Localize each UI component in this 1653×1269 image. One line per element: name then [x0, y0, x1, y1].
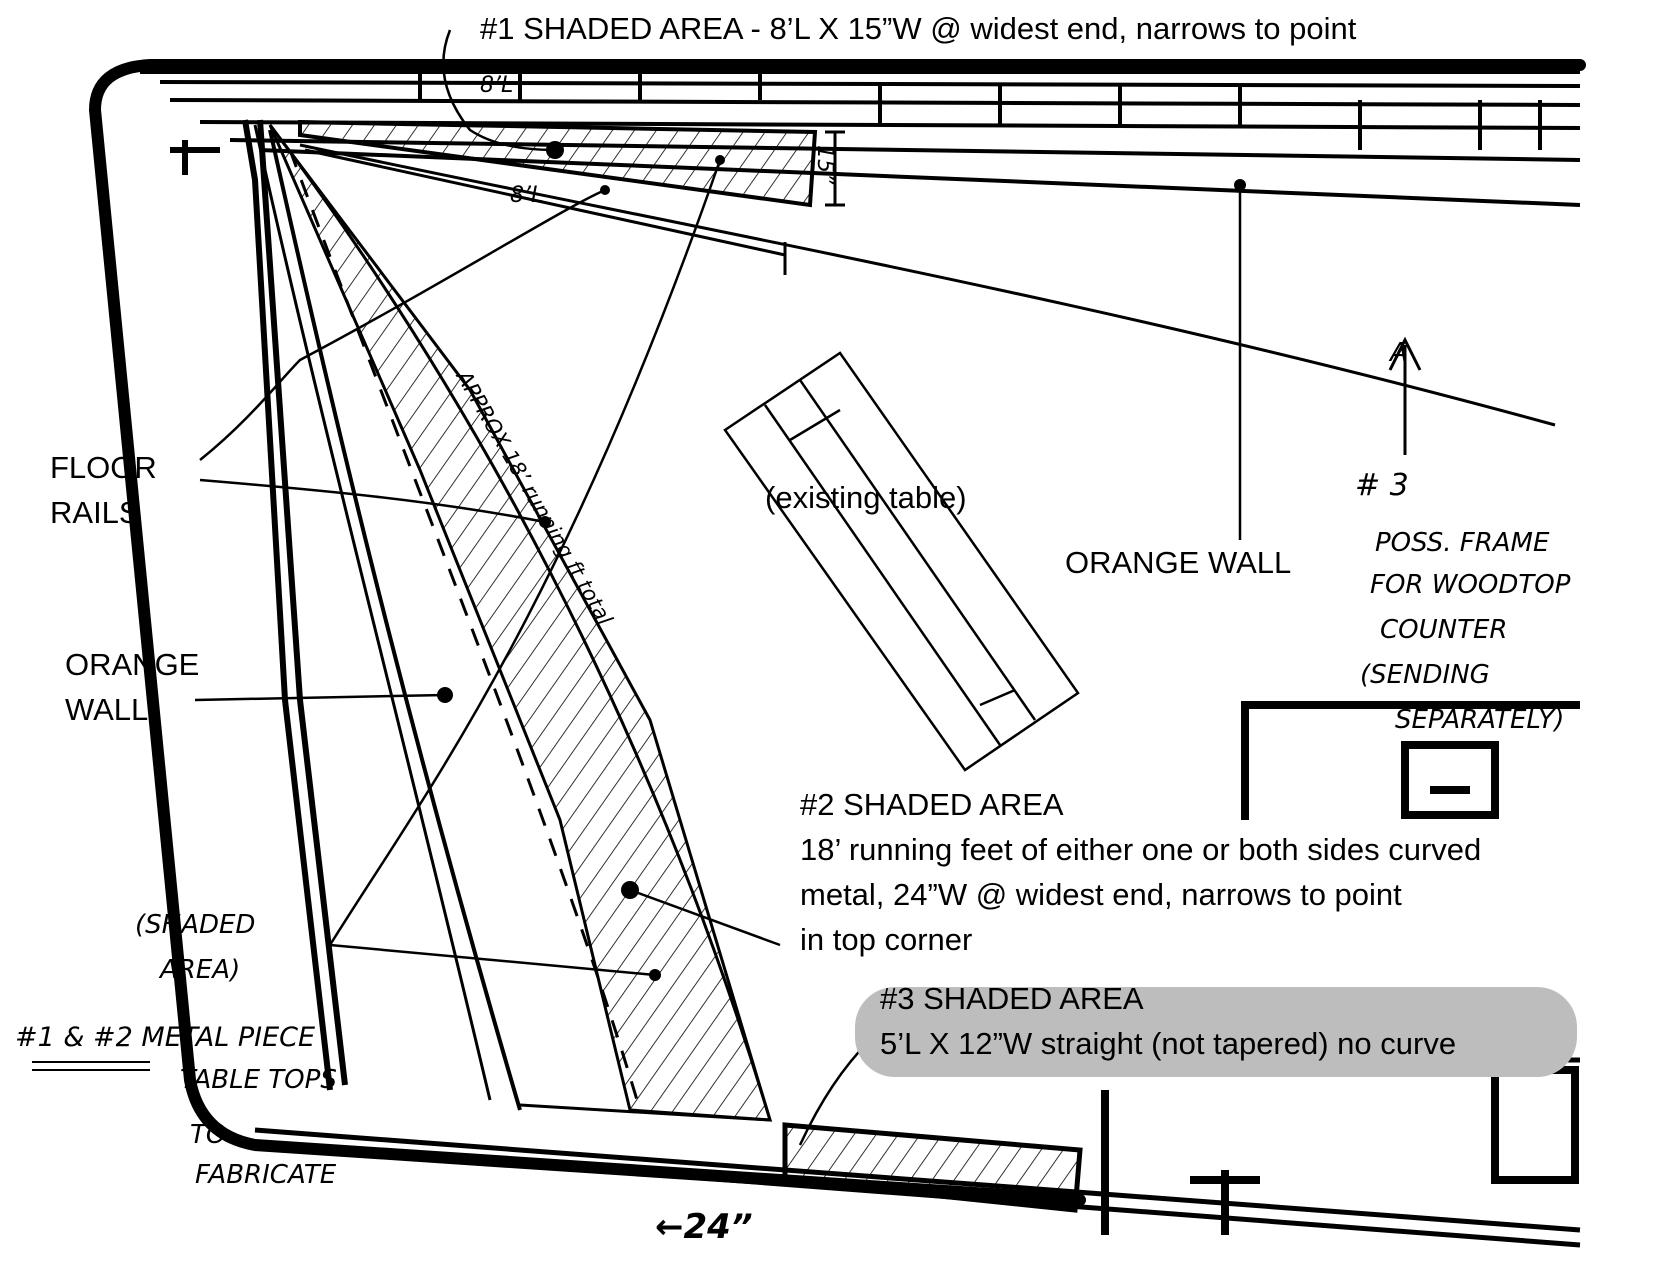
floor-rails-label-line1: FLOOR	[50, 450, 157, 485]
note-3-line1: POSS. FRAME	[1375, 528, 1550, 558]
counter-frame-right	[1101, 701, 1580, 1235]
dim-8l-top: 8’L	[480, 73, 514, 98]
note-3-line3: COUNTER	[1380, 615, 1508, 645]
arrow-a	[1388, 336, 1422, 455]
floor-rails-label-line2: RAILS	[50, 495, 140, 530]
area-2-line3: in top corner	[800, 922, 973, 957]
top-wall-band	[140, 70, 1581, 207]
area-2-dashed-edge	[288, 149, 642, 1111]
existing-table-outline	[723, 351, 1080, 772]
top-wall-bricks	[418, 72, 1542, 150]
area-2-title: #2 SHADED AREA	[800, 787, 1064, 822]
orange-wall-left-label-line2: WALL	[65, 692, 149, 727]
orange-wall-left-line	[253, 124, 492, 1101]
orange-wall-left-label-line1: ORANGE	[65, 647, 200, 682]
shaded-area-1	[298, 119, 818, 208]
leader-dots	[437, 141, 1246, 981]
note-3-line2: FOR WOODTOP	[1370, 570, 1571, 600]
dim-8l-lower: 8’L	[510, 183, 544, 208]
existing-table-label: (existing table)	[765, 480, 967, 515]
floor-rail-top	[299, 143, 1556, 427]
area-2-line2: metal, 24”W @ widest end, narrows to poi…	[800, 877, 1402, 912]
area-3-callout-background	[855, 987, 1577, 1077]
orange-wall-right-label: ORANGE WALL	[1065, 545, 1292, 580]
fabricate-note-line4: FABRICATE	[195, 1160, 337, 1190]
outer-wall-outline	[88, 59, 1586, 1206]
left-wall-band	[170, 119, 348, 1091]
area-1-label: #1 SHADED AREA - 8’L X 15”W @ widest end…	[480, 11, 1357, 46]
dimension-line-8l	[304, 148, 787, 275]
floor-rail-left	[268, 129, 522, 1111]
fabricate-note-line3: TO	[190, 1120, 227, 1150]
area-3-line1: 5’L X 12”W straight (not tapered) no cur…	[880, 1026, 1457, 1061]
area-3-title: #3 SHADED AREA	[880, 981, 1144, 1016]
arrow-a-label: A	[1390, 338, 1408, 368]
shaded-area-note-line1: (SHADED	[135, 910, 256, 940]
dim-15: 15”	[812, 145, 837, 185]
note-3-line5: SEPARATELY)	[1395, 705, 1565, 735]
shaded-area-note-line2: AREA)	[160, 955, 241, 985]
note-underline	[32, 1061, 150, 1071]
note-3-line4: (SENDING	[1360, 660, 1490, 690]
leader-lines	[194, 29, 1242, 1146]
note-3-number: # 3	[1355, 468, 1409, 503]
shaded-area-3	[782, 1122, 1083, 1213]
fabricate-note-line1: #1 & #2 METAL PIECE	[15, 1022, 316, 1053]
fabricate-note-line2: TABLE TOPS	[180, 1065, 337, 1095]
area-2-outer-curve	[268, 124, 773, 1122]
shaded-area-2	[268, 124, 773, 1122]
dimension-line-15	[825, 130, 845, 207]
area-2-line1: 18’ running feet of either one or both s…	[800, 832, 1482, 867]
dim-24: ←24”	[655, 1207, 753, 1247]
